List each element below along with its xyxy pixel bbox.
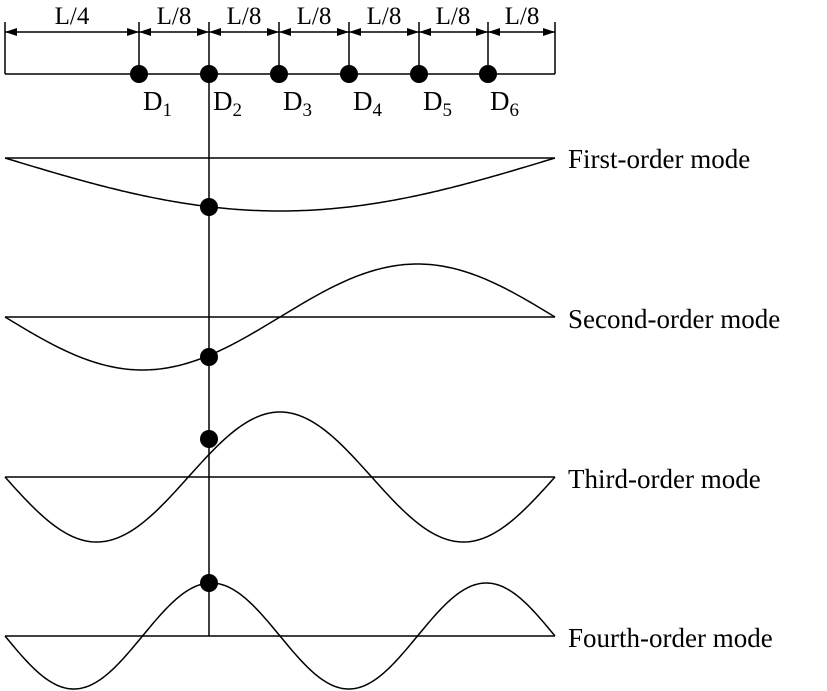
mode-label-first: First-order mode [568,144,750,174]
mode-shape-curve [4,263,556,371]
arrowhead-right [407,28,419,36]
node-subscript: 6 [510,100,520,121]
mode-third: Third-order mode [4,411,761,543]
node-letter: D [490,86,510,116]
mode-label-third: Third-order mode [568,464,761,494]
sensor-point-d3 [270,65,288,83]
arrowhead-left [349,28,361,36]
node-letter: D [283,86,303,116]
node-subscript: 3 [303,100,313,121]
mode-shape-curve [4,157,556,212]
dimension-line: L/4 L/8 L/8 L/8 L/8 L/8 L/8 [4,3,556,74]
arrowhead-right [543,28,555,36]
node-label-d3: D3 [283,86,312,121]
arrowhead-left [139,28,151,36]
dimension-label-1: L/4 [55,3,90,30]
arrowhead-left [209,28,221,36]
node-subscript: 1 [163,100,173,121]
arrowhead-right [476,28,488,36]
mode-fourth: Fourth-order mode [4,574,773,690]
node-subscript: 2 [233,100,243,121]
beam: D1 D2 D3 D4 D5 D6 [5,65,555,121]
node-label-d2: D2 [213,86,242,121]
dimension-label-2: L/8 [157,3,192,30]
mode-point-d2 [200,574,218,592]
sensor-point-d1 [130,65,148,83]
node-label-d5: D5 [423,86,452,121]
node-subscript: 5 [443,100,453,121]
node-letter: D [143,86,163,116]
arrowhead-right [267,28,279,36]
node-subscript: 4 [373,100,383,121]
dimension-label-5: L/8 [367,3,402,30]
mode-first: First-order mode [4,144,750,216]
node-letter: D [353,86,373,116]
sensor-point-d4 [340,65,358,83]
dimension-arrowheads [5,28,555,36]
mode-shape-curve [4,411,556,543]
mode-point-d2 [200,348,218,366]
dimension-label-6: L/8 [436,3,471,30]
node-label-d6: D6 [490,86,519,121]
mode-shape-curve [4,582,556,690]
arrowhead-left [5,28,17,36]
arrowhead-right [127,28,139,36]
arrowhead-left [488,28,500,36]
dimension-label-7: L/8 [505,3,540,30]
dimension-label-4: L/8 [297,3,332,30]
mode-second: Second-order mode [4,263,780,371]
mode-point-d2 [200,198,218,216]
node-label-d4: D4 [353,86,383,121]
mode-label-second: Second-order mode [568,304,780,334]
arrowhead-right [197,28,209,36]
mode-point-d2 [200,430,218,448]
sensor-point-d6 [479,65,497,83]
arrowhead-left [279,28,291,36]
dimension-label-3: L/8 [227,3,262,30]
arrowhead-right [337,28,349,36]
sensor-point-d5 [410,65,428,83]
arrowhead-left [419,28,431,36]
node-label-d1: D1 [143,86,172,121]
node-letter: D [423,86,443,116]
node-letter: D [213,86,233,116]
mode-label-fourth: Fourth-order mode [568,623,773,653]
